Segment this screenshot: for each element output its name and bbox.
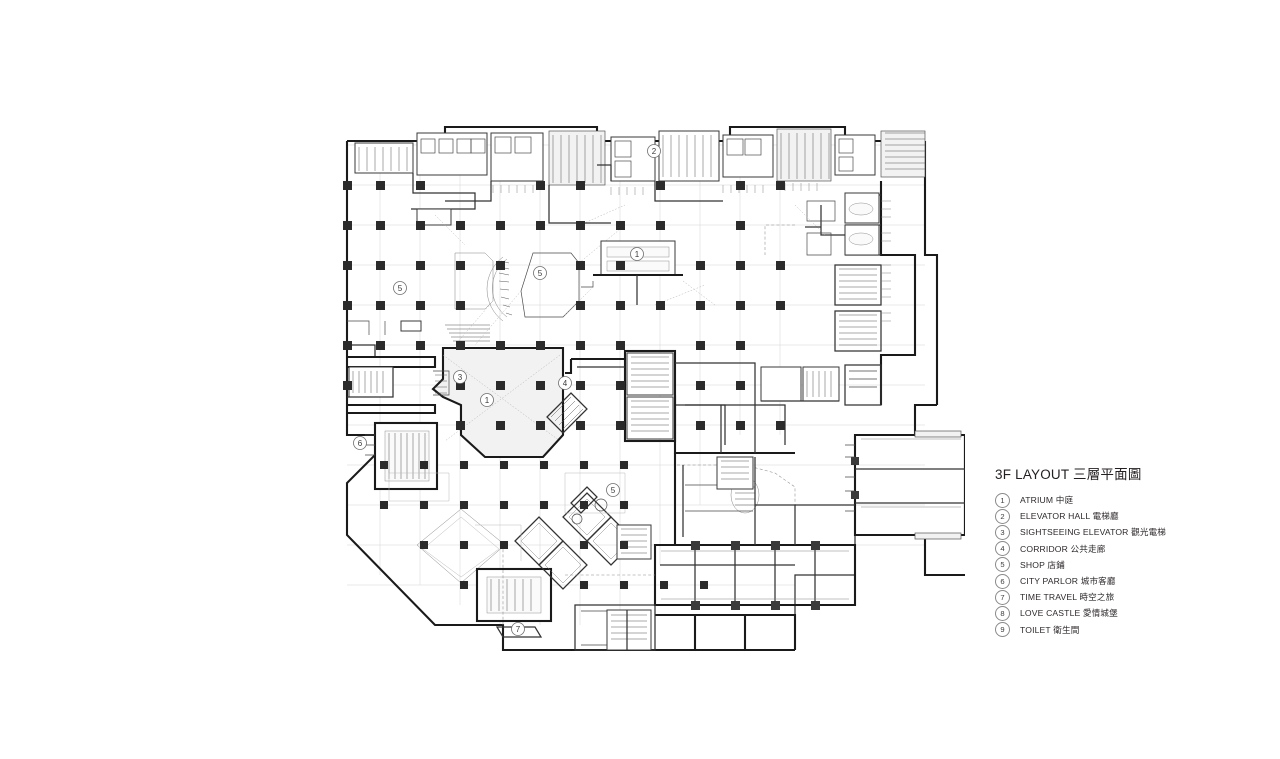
stair-treads-d <box>358 147 408 171</box>
stair-treads-left-mid <box>352 371 384 393</box>
legend-title: 3F LAYOUT 三層平面圖 <box>995 467 1142 482</box>
atrium-upper-void <box>445 224 626 346</box>
time-travel-treads <box>490 579 532 611</box>
marker-circle <box>511 622 525 636</box>
legend-item-label: LOVE CASTLE 愛情城堡 <box>1020 608 1118 619</box>
marker-circle <box>606 483 620 497</box>
legend-list: 1 ATRIUM 中庭 2 ELEVATOR HALL 電梯廳 3 SIGHTSEEING… <box>995 492 1245 638</box>
legend-item-label: ATRIUM 中庭 <box>1020 495 1074 506</box>
legend-number-badge: 4 <box>995 541 1010 557</box>
legend-panel: 3F LAYOUT 三層平面圖 1 ATRIUM 中庭 2 ELEVATOR HALL… <box>995 463 1245 638</box>
top-service-zone <box>354 128 926 226</box>
central-escalator-core <box>565 349 756 445</box>
marker-circle <box>353 436 367 450</box>
shop-marker-lower: 5 <box>606 483 620 497</box>
stair-treads-a <box>552 135 602 183</box>
city-parlor-block <box>365 421 439 491</box>
marker-number: 3 <box>458 373 463 382</box>
legend-item-7: 7 TIME TRAVEL 時空之旅 <box>995 589 1245 605</box>
corridor-marker: 4 <box>558 376 572 390</box>
sightseeing-elevator-car <box>435 374 447 394</box>
legend-number-badge: 7 <box>995 589 1010 605</box>
legend-item-3: 3 SIGHTSEEING ELEVATOR 觀光電梯 <box>995 524 1245 540</box>
atrium-marker-top: 1 <box>630 247 644 261</box>
service-fixtures <box>420 136 854 178</box>
legend-item-label: SIGHTSEEING ELEVATOR 觀光電梯 <box>1020 527 1167 538</box>
legend-item-label: TOILET 衛生間 <box>1020 624 1080 635</box>
columns <box>343 181 785 589</box>
furniture-cluster <box>570 486 608 525</box>
legend-item-label: ELEVATOR HALL 電梯廳 <box>1020 511 1119 522</box>
legend-number-badge: 5 <box>995 557 1010 573</box>
elevator-hall-marker: 2 <box>647 144 661 158</box>
legend-number-badge: 2 <box>995 508 1010 524</box>
plan-number-markers: 1 1 2 3 4 5 5 5 6 7 <box>353 144 661 636</box>
bottom-right-rooms <box>574 541 857 651</box>
legend-item-label: SHOP 店鋪 <box>1020 559 1065 570</box>
marker-number: 6 <box>358 439 363 448</box>
legend-number-badge: 9 <box>995 622 1010 638</box>
time-travel-block <box>475 567 553 638</box>
bottom-stair-treads <box>611 614 647 640</box>
legend-item-label: TIME TRAVEL 時空之旅 <box>1020 592 1115 603</box>
mid-right-corridor <box>673 453 855 545</box>
legend-item-4: 4 CORRIDOR 公共走廊 <box>995 541 1245 557</box>
shop-marker-left: 5 <box>393 281 407 295</box>
legend-item-1: 1 ATRIUM 中庭 <box>995 492 1245 508</box>
legend-number-badge: 6 <box>995 573 1010 589</box>
zone-dash-lines <box>434 204 826 625</box>
atrium-escalator <box>546 392 588 434</box>
ramp-hatch <box>445 324 490 342</box>
legend-number-badge: 8 <box>995 605 1010 621</box>
parlor-stair-treads <box>388 433 426 479</box>
marker-number: 5 <box>398 284 403 293</box>
legend-item-label: CORRIDOR 公共走廊 <box>1020 543 1106 554</box>
marker-number: 1 <box>485 396 490 405</box>
legend-item-9: 9 TOILET 衛生間 <box>995 622 1245 638</box>
marker-circle <box>558 376 572 390</box>
atrium-main <box>431 346 588 459</box>
time-travel-marker: 7 <box>511 622 525 636</box>
stair-treads-b <box>780 133 830 179</box>
legend-item-8: 8 LOVE CASTLE 愛情城堡 <box>995 605 1245 621</box>
marker-circle <box>393 281 407 295</box>
marker-number: 5 <box>611 486 616 495</box>
room-columns-bottom <box>691 541 820 610</box>
marker-number: 4 <box>563 379 568 388</box>
stair-treads-c <box>885 132 925 170</box>
small-stair-lower <box>735 486 755 506</box>
stair-treads-e <box>662 135 712 177</box>
shop-marker-upper: 5 <box>533 266 547 280</box>
legend-item-6: 6 CITY PARLOR 城市客廳 <box>995 573 1245 589</box>
shop-zone-lower <box>388 464 796 561</box>
city-parlor-marker: 6 <box>353 436 367 450</box>
marker-circle <box>630 247 644 261</box>
spine-fixture-ticks <box>881 200 891 322</box>
floor-plan-drawing: 1 1 2 3 4 5 5 5 6 7 <box>325 105 965 655</box>
marker-number: 2 <box>652 147 657 156</box>
marker-number: 1 <box>635 250 640 259</box>
left-mid-service <box>347 320 437 415</box>
legend-item-5: 5 SHOP 店鋪 <box>995 557 1245 573</box>
right-cellular-zone <box>673 364 882 455</box>
atrium-marker-center: 1 <box>480 393 494 407</box>
central-escalator-treads <box>631 356 669 432</box>
marker-circle <box>480 393 494 407</box>
escalator-treads-right <box>839 268 877 346</box>
legend-number-badge: 1 <box>995 492 1010 508</box>
legend-number-badge: 3 <box>995 524 1010 540</box>
floor-plan-svg: 1 1 2 3 4 5 5 5 6 7 <box>343 125 965 652</box>
legend-item-label: CITY PARLOR 城市客廳 <box>1020 576 1116 587</box>
sightseeing-elevator-marker: 3 <box>453 370 467 384</box>
right-large-rooms <box>845 430 965 540</box>
right-stair-treads <box>806 371 832 397</box>
marker-circle <box>533 266 547 280</box>
marker-circle <box>647 144 661 158</box>
legend-item-2: 2 ELEVATOR HALL 電梯廳 <box>995 508 1245 524</box>
right-service-spine <box>764 181 917 405</box>
marker-number: 7 <box>516 625 521 634</box>
marker-circle <box>453 370 467 384</box>
marker-number: 5 <box>538 269 543 278</box>
